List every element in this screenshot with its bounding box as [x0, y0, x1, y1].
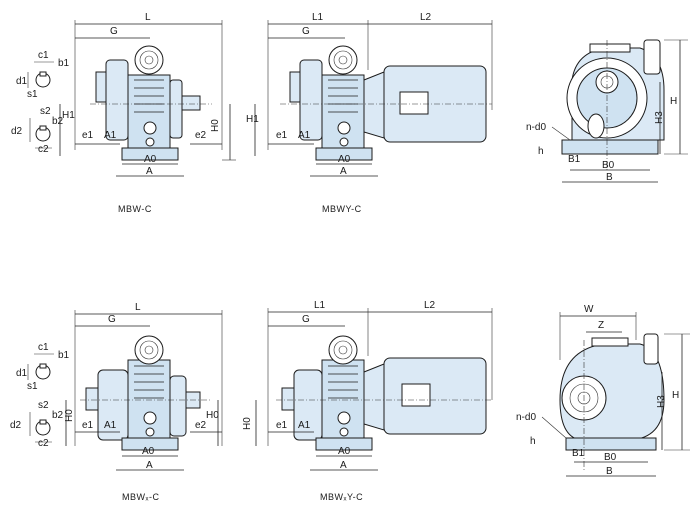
label-c1: c1	[38, 50, 49, 61]
label-e2: e2	[195, 130, 207, 141]
label-g: G	[110, 26, 118, 37]
label-b0: B0	[604, 452, 617, 463]
label-a0: A0	[142, 446, 155, 457]
label-b2: b2	[52, 116, 64, 127]
label-g: G	[302, 314, 310, 325]
label-h0-left: H0	[64, 409, 75, 422]
caption-mbwy-c: MBWY-C	[322, 204, 362, 214]
label-w: W	[584, 304, 594, 315]
label-a: A	[340, 460, 347, 471]
label-b0: B0	[602, 160, 615, 171]
label-hh: H	[672, 390, 679, 401]
caption-mbw-c: MBW-C	[118, 204, 152, 214]
label-e1: e1	[276, 420, 288, 431]
label-a1: A1	[298, 420, 311, 431]
label-e1: e1	[82, 130, 94, 141]
view-mbw-c: c1 b1 d1 s1 s2 d2 b2 c2 L G H1	[11, 12, 236, 214]
label-a1: A1	[298, 130, 311, 141]
label-b1: B1	[568, 154, 581, 165]
view-mbwx-c: c1 b1 d1 s1 s2 d2 b2 c2 L G H0 e1 A1 e2	[10, 302, 223, 502]
label-s2: s2	[38, 400, 49, 411]
label-overall-length: L	[135, 302, 141, 313]
label-c1: c1	[38, 342, 49, 353]
view-mbwxy-c: L1 L2 G H0 e1 A1 A0 A MBWₓY-C	[242, 300, 493, 502]
caption-mbwxy-c: MBWₓY-C	[320, 492, 363, 502]
label-e2: e2	[195, 420, 207, 431]
view-mbwy-c: L1 L2 G H1 e1 A1 A0 A MBWY-C	[246, 12, 493, 214]
label-d1: d1	[16, 76, 28, 87]
shaft-detail-top	[27, 61, 54, 149]
label-a0: A0	[338, 154, 351, 165]
label-a: A	[146, 166, 153, 177]
label-b1: b1	[58, 58, 70, 69]
label-h: h	[538, 146, 544, 157]
caption-mbwx-c: MBWₓ-C	[122, 492, 159, 502]
label-a1: A1	[104, 130, 117, 141]
label-h1: H1	[246, 114, 259, 125]
label-a: A	[340, 166, 347, 177]
label-b1: b1	[58, 350, 70, 361]
label-l2: L2	[420, 12, 432, 23]
label-e1: e1	[276, 130, 288, 141]
label-a1: A1	[104, 420, 117, 431]
label-a0: A0	[144, 154, 157, 165]
label-z: Z	[598, 320, 604, 331]
label-d2: d2	[10, 420, 22, 431]
label-hh: H	[670, 96, 677, 107]
label-d1: d1	[16, 368, 28, 379]
shaft-detail-bottom	[27, 353, 54, 443]
label-h0: H0	[210, 119, 221, 132]
label-c2: c2	[38, 438, 49, 449]
label-b1: B1	[572, 448, 585, 459]
label-s1: s1	[27, 89, 38, 100]
label-g: G	[108, 314, 116, 325]
label-l1: L1	[312, 12, 324, 23]
label-h: h	[530, 436, 536, 447]
label-h3: H3	[654, 111, 665, 124]
label-h1: H1	[62, 110, 75, 121]
label-b2: b2	[52, 410, 64, 421]
label-h0: H0	[242, 417, 253, 430]
label-s2: s2	[40, 106, 51, 117]
label-l2: L2	[424, 300, 436, 311]
label-d2: d2	[11, 126, 23, 137]
label-g: G	[302, 26, 310, 37]
label-overall-length: L	[145, 12, 151, 23]
label-a0: A0	[338, 446, 351, 457]
label-n-d0: n-d0	[526, 122, 546, 133]
label-h3: H3	[656, 395, 667, 408]
label-e1: e1	[82, 420, 94, 431]
label-a: A	[146, 460, 153, 471]
view-side-bottom: W Z n-d0 h B1 B0 B H3 H	[516, 304, 690, 477]
label-h0-right: H0	[206, 410, 219, 421]
label-b: B	[606, 172, 613, 183]
label-n-d0: n-d0	[516, 412, 536, 423]
label-s1: s1	[27, 381, 38, 392]
label-b: B	[606, 466, 613, 477]
label-c2: c2	[38, 144, 49, 155]
view-side-top: n-d0 h B1 B0 B H3 H	[526, 39, 688, 183]
label-l1: L1	[314, 300, 326, 311]
